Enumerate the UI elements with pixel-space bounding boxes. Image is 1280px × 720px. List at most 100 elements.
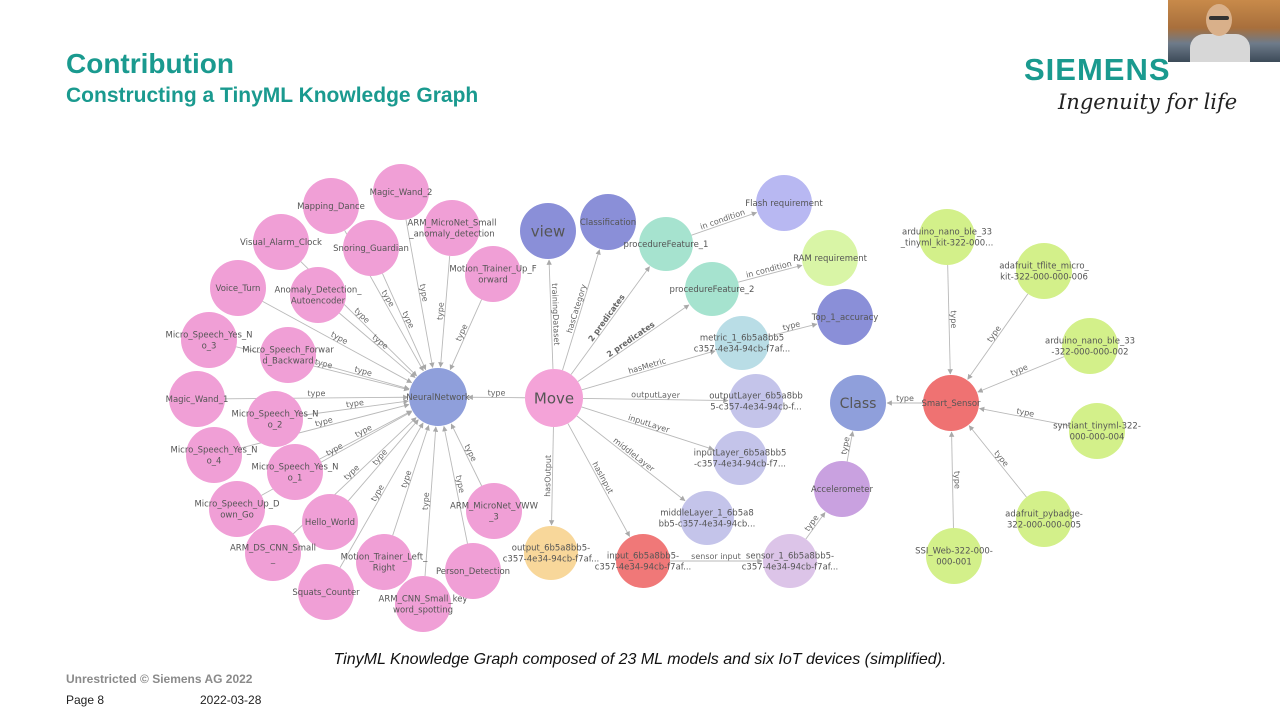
node-input-node[interactable]: input_6b5a8bb5-c357-4e34-94cb-f7af... (595, 534, 692, 588)
node-classification[interactable]: Classification (580, 194, 636, 250)
node-circle-move[interactable] (525, 369, 583, 427)
node-sensor-1[interactable]: sensor_1_6b5a8bb5-c357-4e34-94cb-f7af... (742, 534, 839, 588)
node-circle-arm-micronet-small[interactable] (424, 200, 480, 256)
node-mapping-dance[interactable]: Mapping_Dance (297, 178, 365, 234)
node-arm-micronet-vww[interactable]: ARM_MicroNet_VWW_3 (450, 483, 539, 539)
node-circle-syntiant-tinyml[interactable] (1069, 403, 1125, 459)
node-output-node[interactable]: output_6b5a8bb5-c357-4e34-94cb-f7af... (503, 526, 600, 580)
node-move[interactable]: Move (525, 369, 583, 427)
node-circle-arm-micronet-vww[interactable] (466, 483, 522, 539)
node-circle-micro-speech-yes-no-3[interactable] (181, 312, 237, 368)
node-circle-smart-sensor[interactable] (923, 375, 979, 431)
node-circle-flash-requirement[interactable] (756, 175, 812, 231)
node-micro-speech-yes-no-1[interactable]: Micro_Speech_Yes_No_1 (251, 444, 339, 500)
node-circle-middle-layer-1[interactable] (680, 491, 734, 545)
node-circle-ram-requirement[interactable] (802, 230, 858, 286)
node-circle-person-detection[interactable] (445, 543, 501, 599)
node-circle-classification[interactable] (580, 194, 636, 250)
node-syntiant-tinyml[interactable]: syntiant_tinyml-322-000-000-004 (1053, 403, 1141, 459)
node-smart-sensor[interactable]: Smart_Sensor (921, 375, 981, 431)
node-circle-snoring-guardian[interactable] (343, 220, 399, 276)
node-circle-hello-world[interactable] (302, 494, 358, 550)
node-circle-neural-network[interactable] (409, 368, 467, 426)
node-circle-micro-speech-yes-no-2[interactable] (247, 391, 303, 447)
node-adafruit-tflite[interactable]: adafruit_tflite_micro_kit-322-000-000-00… (999, 243, 1090, 299)
node-view[interactable]: view (520, 203, 576, 259)
node-neural-network[interactable]: NeuralNetwork (406, 368, 470, 426)
node-circle-input-layer-1[interactable] (713, 431, 767, 485)
node-middle-layer-1[interactable]: middleLayer_1_6b5a8bb5-c357-4e34-94cb... (659, 491, 756, 545)
node-circle-arduino-nano-002[interactable] (1062, 318, 1118, 374)
node-circle-motion-trainer-up[interactable] (465, 246, 521, 302)
node-arm-ds-cnn[interactable]: ARM_DS_CNN_Small_ (230, 525, 316, 581)
node-circle-accelerometer[interactable] (814, 461, 870, 517)
edge-arduino-nano-002-to-smart-sensor (977, 356, 1065, 393)
node-class[interactable]: Class (830, 375, 886, 431)
node-circle-view[interactable] (520, 203, 576, 259)
node-motion-trainer-left[interactable]: Motion_Trainer_Left_Right (341, 534, 428, 590)
edge-label-syntiant-tinyml-to-smart-sensor: type (1016, 407, 1035, 419)
node-label-syntiant-tinyml: 000-000-004 (1070, 432, 1125, 442)
node-arduino-nano-002[interactable]: arduino_nano_ble_33-322-000-000-002 (1045, 318, 1135, 374)
node-anomaly-detection-ae[interactable]: Anomaly_Detection_Autoencoder (274, 267, 362, 323)
node-circle-micro-speech-fb[interactable] (260, 327, 316, 383)
node-ram-requirement[interactable]: RAM requirement (793, 230, 868, 286)
node-circle-micro-speech-up-down[interactable] (209, 481, 265, 537)
node-circle-magic-wand-2[interactable] (373, 164, 429, 220)
node-squats-counter[interactable]: Squats_Counter (292, 564, 360, 620)
node-circle-input-node[interactable] (616, 534, 670, 588)
node-procedure-feature-2[interactable]: procedureFeature_2 (670, 262, 755, 316)
node-micro-speech-yes-no-3[interactable]: Micro_Speech_Yes_No_3 (165, 312, 253, 368)
node-micro-speech-yes-no-4[interactable]: Micro_Speech_Yes_No_4 (170, 427, 258, 483)
node-circle-arm-cnn-small-kws[interactable] (395, 576, 451, 632)
node-circle-ssi-web[interactable] (926, 528, 982, 584)
node-circle-sensor-1[interactable] (763, 534, 817, 588)
node-circle-metric-1[interactable] (715, 316, 769, 370)
node-input-layer-1[interactable]: inputLayer_6b5a8bb5-c357-4e34-94cb-f7... (694, 431, 787, 485)
node-circle-arm-ds-cnn[interactable] (245, 525, 301, 581)
node-circle-micro-speech-yes-no-4[interactable] (186, 427, 242, 483)
node-magic-wand-2[interactable]: Magic_Wand_2 (370, 164, 433, 220)
node-voice-turn[interactable]: Voice_Turn (210, 260, 266, 316)
node-metric-1[interactable]: metric_1_6b5a8bb5c357-4e34-94cb-f7af... (694, 316, 791, 370)
node-circle-top-1-accuracy[interactable] (817, 289, 873, 345)
edge-move-to-metric-1 (581, 349, 716, 391)
node-circle-micro-speech-yes-no-1[interactable] (267, 444, 323, 500)
node-circle-visual-alarm-clock[interactable] (253, 214, 309, 270)
node-arduino-nano-tinyml[interactable]: arduino_nano_ble_33_tinyml_kit-322-000..… (900, 209, 994, 265)
node-output-layer-1[interactable]: outputLayer_6b5a8bb5-c357-4e34-94cb-f... (709, 374, 803, 428)
node-hello-world[interactable]: Hello_World (302, 494, 358, 550)
node-circle-procedure-feature-1[interactable] (639, 217, 693, 271)
node-accelerometer[interactable]: Accelerometer (811, 461, 873, 517)
node-circle-procedure-feature-2[interactable] (685, 262, 739, 316)
node-micro-speech-yes-no-2[interactable]: Micro_Speech_Yes_No_2 (231, 391, 319, 447)
node-circle-mapping-dance[interactable] (303, 178, 359, 234)
node-flash-requirement[interactable]: Flash requirement (745, 175, 823, 231)
node-circle-adafruit-tflite[interactable] (1016, 243, 1072, 299)
node-person-detection[interactable]: Person_Detection (436, 543, 510, 599)
node-arm-micronet-small[interactable]: ARM_MicroNet_Small_anomaly_detection (408, 200, 497, 256)
node-circle-motion-trainer-left[interactable] (356, 534, 412, 590)
node-label-sensor-1: c357-4e34-94cb-f7af... (742, 562, 839, 572)
node-circle-magic-wand-1[interactable] (169, 371, 225, 427)
node-procedure-feature-1[interactable]: procedureFeature_1 (624, 217, 709, 271)
node-snoring-guardian[interactable]: Snoring_Guardian (333, 220, 409, 276)
node-top-1-accuracy[interactable]: Top_1_accuracy (811, 289, 879, 345)
node-label-arm-cnn-small-kws: word_spotting (393, 605, 453, 615)
node-visual-alarm-clock[interactable]: Visual_Alarm_Clock (240, 214, 322, 270)
node-circle-voice-turn[interactable] (210, 260, 266, 316)
node-circle-squats-counter[interactable] (298, 564, 354, 620)
node-adafruit-pybadge[interactable]: adafruit_pybadge-322-000-000-005 (1005, 491, 1083, 547)
node-circle-output-node[interactable] (524, 526, 578, 580)
node-circle-class[interactable] (830, 375, 886, 431)
node-circle-adafruit-pybadge[interactable] (1016, 491, 1072, 547)
node-ssi-web[interactable]: SSI_Web-322-000-000-001 (915, 528, 993, 584)
node-circle-output-layer-1[interactable] (729, 374, 783, 428)
node-circle-anomaly-detection-ae[interactable] (290, 267, 346, 323)
node-magic-wand-1[interactable]: Magic_Wand_1 (166, 371, 229, 427)
node-circle-arduino-nano-tinyml[interactable] (919, 209, 975, 265)
